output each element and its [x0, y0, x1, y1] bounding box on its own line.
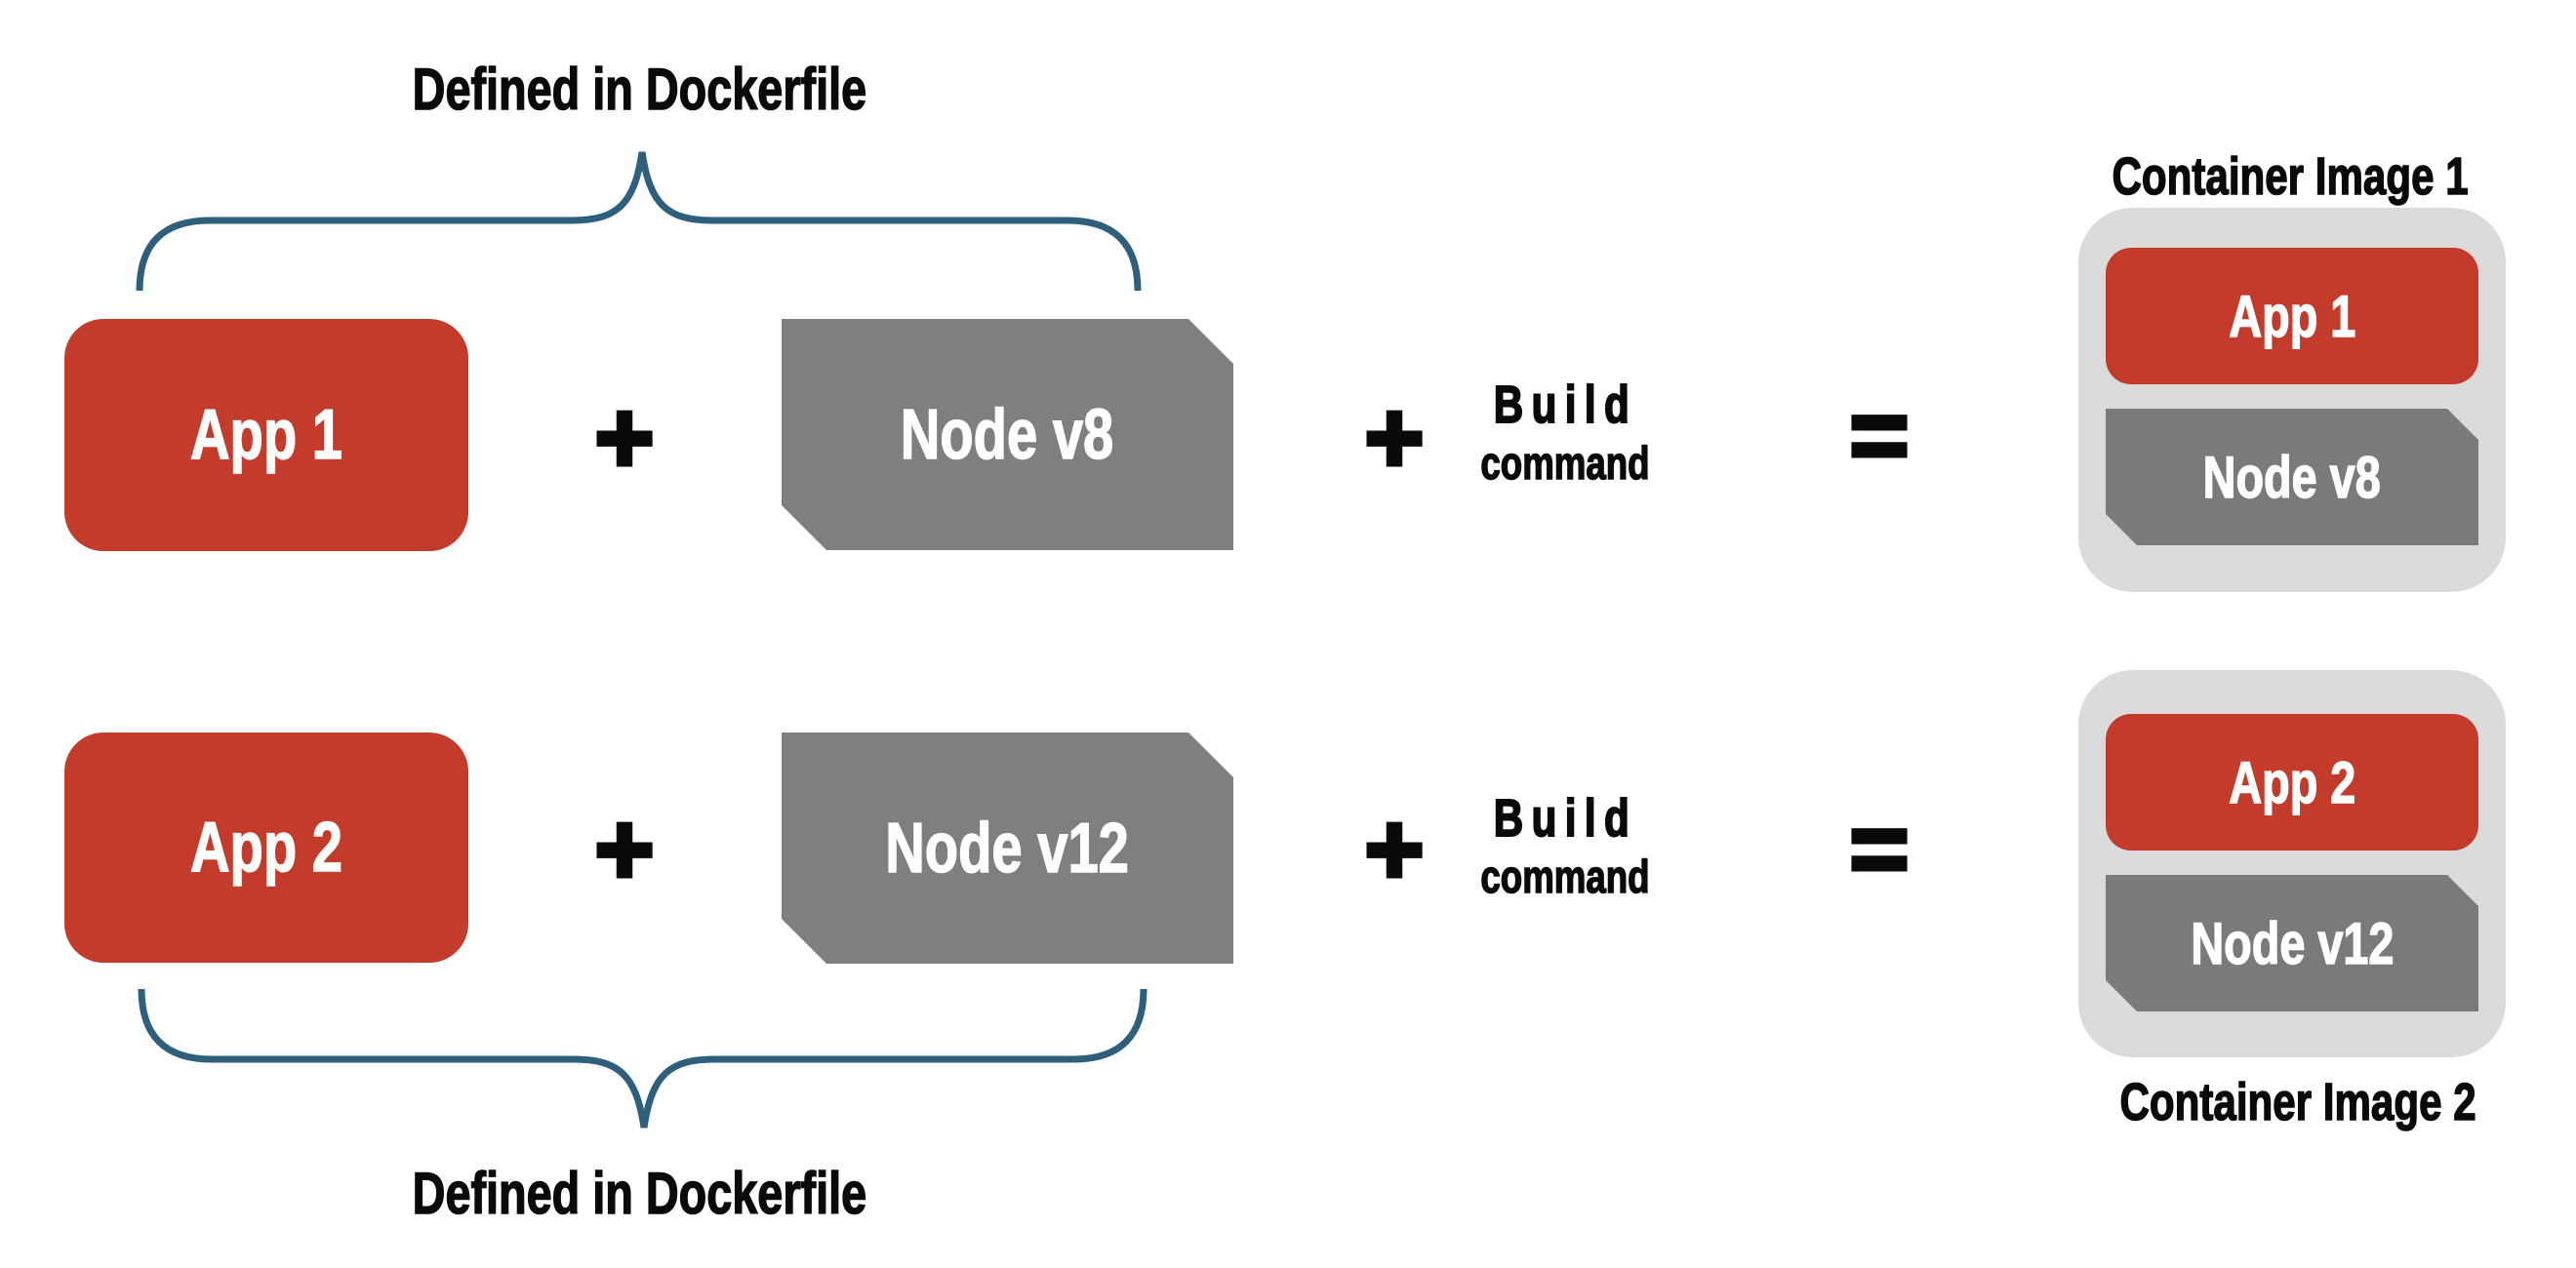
container-image-1-title: Container Image 1	[2112, 146, 2469, 207]
command-word: command	[1480, 850, 1650, 903]
plus-glyph: +	[1362, 790, 1427, 908]
equals-glyph: =	[1847, 376, 1912, 495]
top-brace	[136, 151, 1142, 292]
container2-app-layer: App 2	[2106, 714, 2478, 851]
container-image-2-title: Container Image 2	[2119, 1072, 2476, 1132]
container1-base-layer: Node v8	[2106, 409, 2478, 545]
plus-icon: +	[1331, 786, 1458, 913]
equals-glyph: =	[1847, 790, 1912, 908]
container-image-2: App 2 Node v12	[2078, 670, 2506, 1057]
app2-box: App 2	[64, 733, 468, 963]
plus-icon: +	[561, 375, 688, 501]
app2-box-label: App 2	[189, 808, 342, 888]
node-v12-box: Node v12	[782, 733, 1233, 964]
container1-app-layer: App 1	[2106, 248, 2478, 384]
equals-icon: =	[1811, 373, 1948, 499]
node-v12-box-label: Node v12	[885, 809, 1130, 888]
plus-glyph: +	[1362, 378, 1427, 496]
plus-icon: +	[1331, 375, 1458, 501]
build-word: Build	[1493, 788, 1637, 849]
container-image-1: App 1 Node v8	[2078, 208, 2506, 592]
bottom-brace	[138, 988, 1147, 1129]
app1-box-label: App 1	[189, 395, 342, 475]
plus-glyph: +	[592, 790, 657, 908]
top-brace-label: Defined in Dockerfile	[298, 54, 981, 124]
node-v8-box-label: Node v8	[901, 395, 1114, 474]
container2-base-layer: Node v12	[2106, 875, 2478, 1011]
bottom-brace-label: Defined in Dockerfile	[298, 1157, 981, 1229]
bottom-brace-label-text: Defined in Dockerfile	[412, 1160, 867, 1227]
plus-glyph: +	[592, 378, 657, 496]
equals-icon: =	[1811, 786, 1948, 913]
build-command-label-2: Build command	[1399, 786, 1731, 903]
top-brace-label-text: Defined in Dockerfile	[412, 56, 867, 123]
build-command-label-1: Build command	[1399, 373, 1731, 490]
app1-box: App 1	[64, 319, 468, 551]
node-v8-box: Node v8	[782, 319, 1233, 550]
command-word: command	[1480, 436, 1650, 490]
plus-icon: +	[561, 786, 688, 913]
build-word: Build	[1493, 375, 1637, 435]
